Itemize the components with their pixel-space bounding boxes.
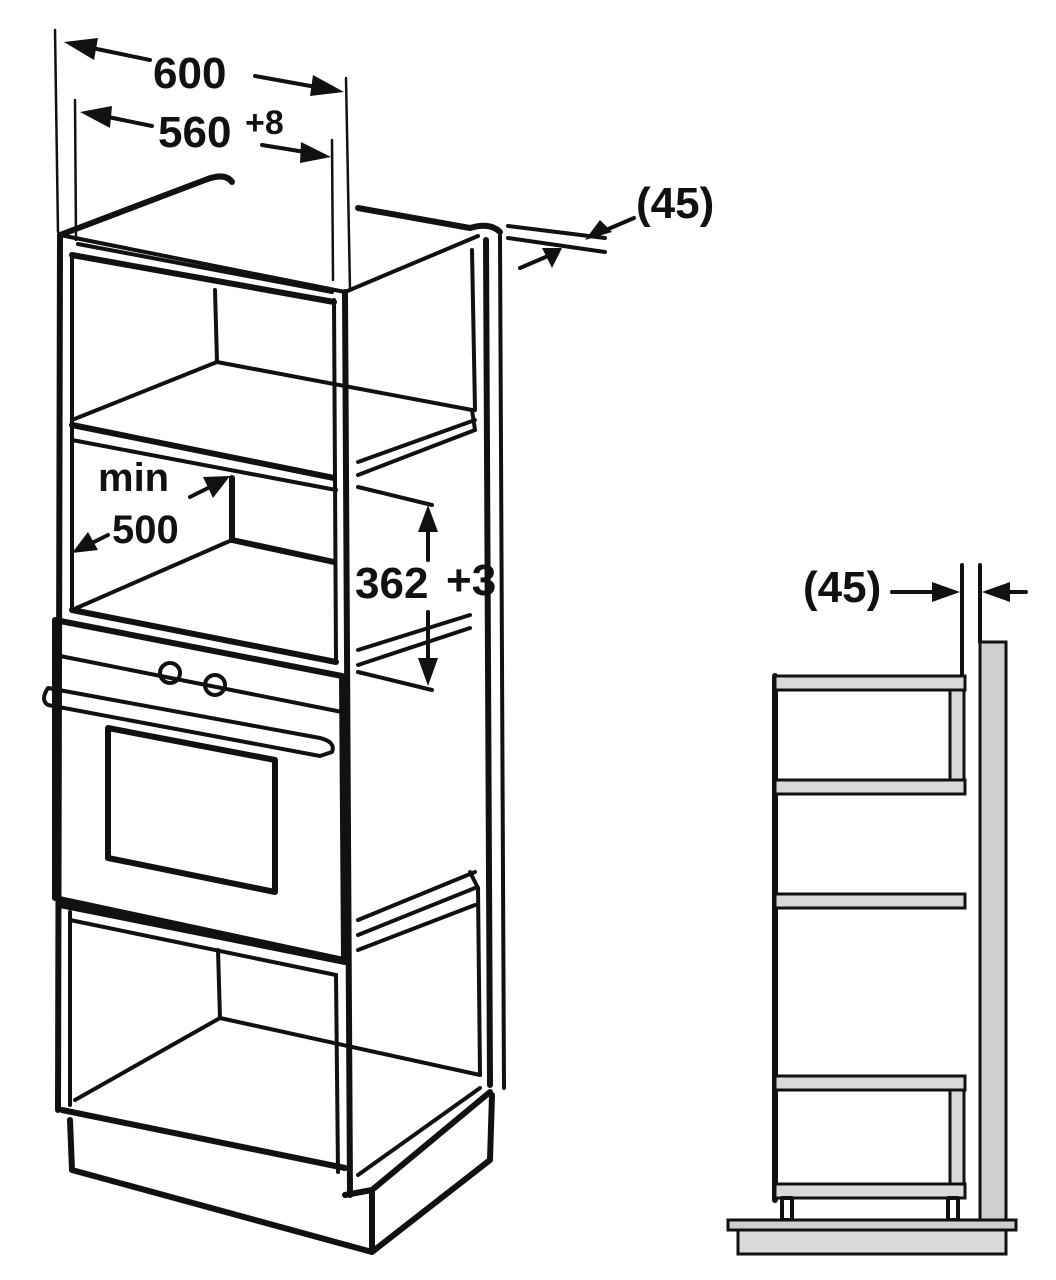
back-wall [978,640,1008,1224]
cabinet-perspective [42,28,506,1255]
dimension-560 [80,106,331,163]
cabinet-top-front-edge [57,173,235,238]
oven-knob-right [203,673,227,697]
oven-knob-left [158,661,182,685]
label-600: 600 [153,49,226,98]
side-section-view [726,563,1028,1256]
dimension-rear-gap-top [506,216,636,270]
label-560-tolerance: +8 [245,104,284,142]
label-560: 560 [158,108,231,157]
oven-window [105,725,278,895]
oven-handle [42,686,335,758]
cabinet-plinth [67,1089,495,1255]
label-rear-gap-side: (45) [803,563,881,612]
oven-front-panel [52,617,347,963]
label-rear-gap-top: (45) [636,179,714,228]
cabinet-top-rear-edge [355,205,503,235]
label-500: 500 [112,508,179,552]
dimension-min-depth [72,476,230,553]
label-min: min [98,456,169,500]
dimension-niche-height [418,505,438,686]
side-shelf-lower [773,1074,967,1092]
label-362-tolerance: +3 [446,556,496,605]
side-shelf-middle [773,892,967,910]
dimension-600 [64,38,344,96]
side-shelf-top [773,674,967,692]
label-362: 362 [355,559,428,608]
